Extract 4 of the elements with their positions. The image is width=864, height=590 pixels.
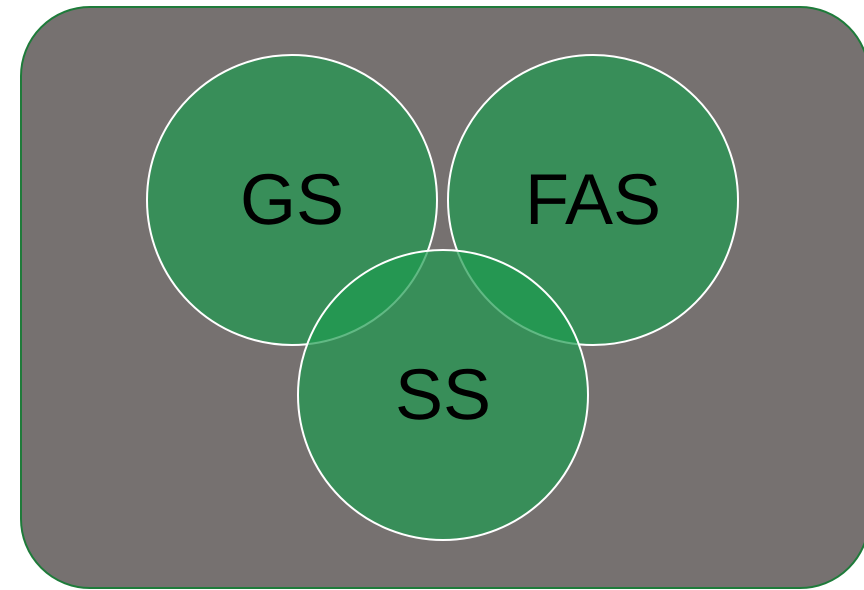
circle-label: FAS bbox=[524, 164, 662, 236]
circle-label: SS bbox=[394, 359, 492, 431]
rounded-panel bbox=[20, 6, 864, 589]
circle-label: GS bbox=[240, 164, 344, 236]
